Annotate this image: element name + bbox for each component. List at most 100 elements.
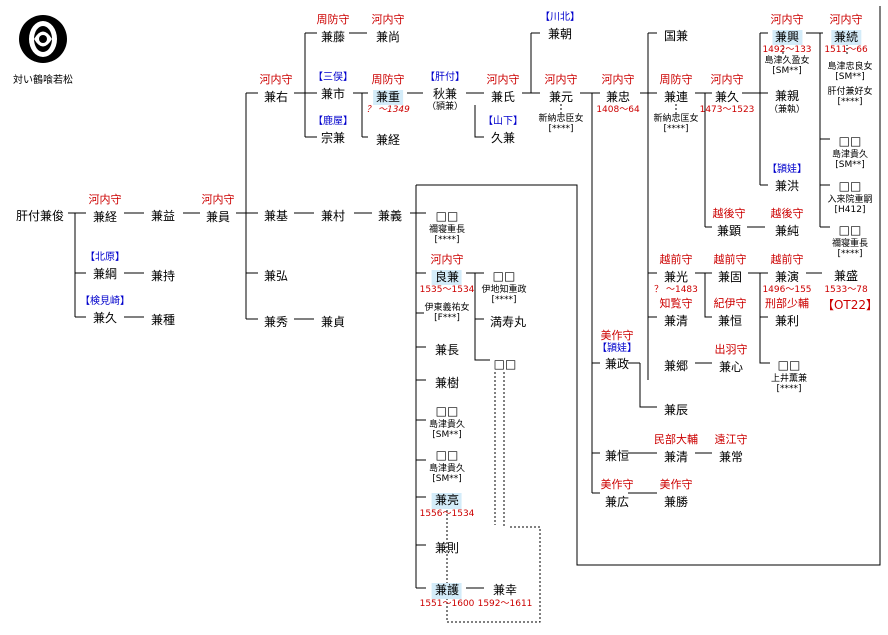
person-kanetoshi2[interactable]: 刑部少輔兼利	[765, 297, 809, 329]
person-kanetoki[interactable]: 兼辰	[661, 400, 691, 419]
person-kanechika[interactable]: 兼親（兼執）	[769, 86, 805, 115]
spouse-name: 島津久盈女	[764, 56, 810, 66]
person-branch: 【肝付】	[425, 72, 465, 83]
person-kanenaga[interactable]: 兼長	[432, 340, 462, 359]
person-title: 河内守	[371, 13, 405, 26]
person-kanetsune1[interactable]: 河内守兼経	[89, 193, 122, 225]
person-kanetaka-wife[interactable]: 新納忠匡女[****]	[653, 114, 698, 135]
person-kanehide[interactable]: 兼秀	[261, 312, 291, 331]
person-daughter-nejime1[interactable]: □□禰寝重長[****]	[832, 220, 868, 259]
person-kaneichi[interactable]: 【三俣】兼市	[313, 72, 353, 102]
person-kanetsugu-wife2[interactable]: 肝付兼好女[****]	[827, 87, 872, 108]
person-kanetomo[interactable]: 【川北】兼朝	[540, 12, 580, 42]
person-kanemasa[interactable]: 美作守【頴娃】兼政	[597, 329, 637, 373]
person-title: 河内守	[201, 193, 235, 206]
person-kanenori[interactable]: 兼則	[432, 538, 462, 557]
person-kanetsune2[interactable]: 兼経	[373, 130, 403, 149]
person-kanetsune5[interactable]: 遠江守兼常	[715, 433, 748, 465]
person-name: 兼幸	[492, 583, 517, 597]
person-kanekiyo2[interactable]: 民部大輔兼清	[654, 433, 698, 465]
person-kanefuji[interactable]: 周防守兼藤	[317, 13, 350, 45]
person-kanehisa1[interactable]: 【検見崎】兼久	[80, 296, 130, 326]
person-name: 兼亮	[431, 493, 462, 509]
person-daughter-irikiin[interactable]: □□入来院重嗣[H412]	[827, 176, 872, 215]
person-kanetsugu-wife1[interactable]: 島津忠良女[SM**]	[827, 62, 872, 83]
person-name: 兼清	[663, 449, 688, 464]
person-hisakane[interactable]: 【山下】久兼	[483, 116, 523, 146]
person-kanemochi[interactable]: 兼持	[148, 266, 178, 285]
spouse-name: 入来院重嗣	[827, 194, 873, 205]
person-akikane[interactable]: 【肝付】秋兼（頴兼）	[425, 72, 465, 113]
person-kanetoshi[interactable]: 肝付兼俊	[13, 206, 67, 225]
person-name: 兼久	[714, 89, 739, 104]
person-daughter-ijichi[interactable]: □□伊地知重政[****]	[481, 266, 526, 305]
person-kanetane[interactable]: 兼種	[148, 310, 178, 329]
person-kanemoto1[interactable]: 兼基	[261, 206, 291, 225]
person-kanetsuna[interactable]: 【北原】兼綱	[85, 252, 125, 282]
person-kanetaka[interactable]: 周防守兼連	[659, 73, 693, 105]
person-name: 兼洪	[774, 178, 799, 193]
person-name: 兼護	[431, 583, 462, 599]
person-name: □□	[435, 209, 459, 223]
person-kaneoki-wife[interactable]: 島津久盈女[SM**]	[764, 56, 809, 77]
person-kanemura[interactable]: 兼村	[318, 206, 348, 225]
person-kaneaki[interactable]: 越後守兼顕	[713, 207, 746, 239]
person-kanenao[interactable]: 河内守兼尚	[371, 13, 405, 45]
person-kanekazu[interactable]: 河内守兼員	[201, 193, 235, 225]
person-kanemitsu[interactable]: 越前守兼光？ ～1483	[654, 253, 698, 296]
person-kaneyu[interactable]: 河内守兼右	[260, 73, 293, 105]
person-kunikane[interactable]: 国兼	[661, 26, 691, 45]
person-name: 兼市	[320, 86, 345, 101]
person-kanekata[interactable]: 越前守兼固	[714, 253, 747, 285]
person-kanehiro[interactable]: 兼弘	[261, 266, 291, 285]
person-kanemune[interactable]: 出羽守兼心	[715, 343, 748, 375]
person-daughter-shimazu3[interactable]: □□島津貴久[SM**]	[429, 445, 465, 484]
person-name: 久兼	[490, 130, 515, 145]
person-kanehiro3[interactable]: 美作守兼広	[601, 478, 634, 510]
person-kaneyoshi[interactable]: 兼義	[375, 206, 405, 225]
person-kanekatsu[interactable]: 美作守兼勝	[660, 478, 693, 510]
person-kanemoto2-wife[interactable]: 新納忠臣女[****]	[538, 114, 583, 135]
person-kanehiro2[interactable]: 【頴娃】兼洪	[767, 164, 807, 194]
person-name: 兼清	[663, 313, 688, 328]
person-kaneshige[interactable]: 周防守兼重？ ～1349	[366, 73, 410, 116]
person-kaneeki[interactable]: 兼益	[148, 206, 178, 225]
person-yoshikane-wife[interactable]: 伊東義祐女[F***]	[424, 303, 469, 324]
person-kanetsune4[interactable]: 兼恒	[602, 446, 632, 465]
person-kaneuji[interactable]: 河内守兼氏	[487, 73, 520, 105]
person-daughter-adopt[interactable]: □□	[491, 354, 520, 373]
person-kanesada[interactable]: 兼貞	[318, 312, 348, 331]
person-title: 周防守	[659, 73, 693, 86]
person-daughter-nejime2[interactable]: □□禰寝重長[****]	[429, 206, 465, 245]
person-daughter-shimazu1[interactable]: □□島津貴久[SM**]	[832, 131, 868, 170]
person-kanetsune3[interactable]: 紀伊守兼恒	[714, 297, 747, 329]
person-kanekiyo1[interactable]: 知覧守兼清	[660, 297, 693, 329]
person-manjumaru[interactable]: 満寿丸	[487, 312, 529, 331]
person-name: 兼久	[92, 310, 117, 325]
person-name: 兼固	[717, 269, 742, 284]
spouse-name: 新納忠臣女	[538, 114, 584, 124]
person-daughter-uei[interactable]: □□上井薫兼[****]	[771, 355, 807, 394]
person-munekane[interactable]: 【鹿屋】宗兼	[313, 116, 353, 146]
person-kanesato[interactable]: 兼郷	[661, 356, 691, 375]
person-kaneki[interactable]: 兼樹	[432, 373, 462, 392]
person-kanemoto2[interactable]: 河内守兼元	[545, 73, 578, 105]
ot22-reference[interactable]: 【OT22】	[822, 295, 878, 313]
person-daughter-shimazu2[interactable]: □□島津貴久[SM**]	[429, 401, 465, 440]
person-name: 兼右	[263, 89, 288, 104]
person-name: 兼則	[434, 541, 460, 555]
person-name: 兼経	[375, 133, 401, 147]
person-kanezumi[interactable]: 越後守兼純	[771, 207, 804, 239]
person-name: □□	[435, 404, 459, 418]
